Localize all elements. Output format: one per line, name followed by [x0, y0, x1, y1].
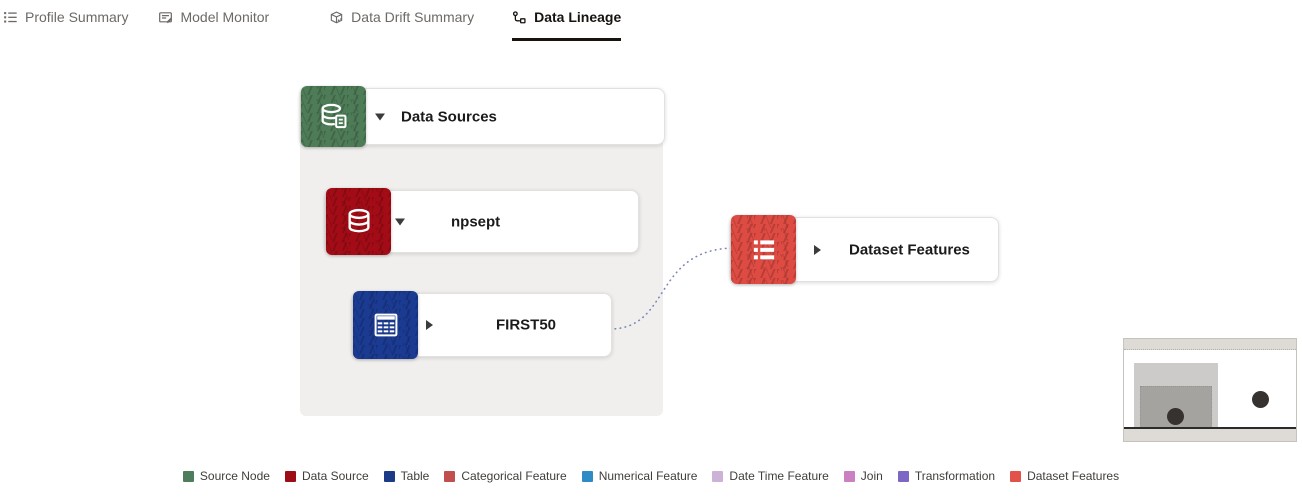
- tab-label: Profile Summary: [25, 9, 129, 25]
- legend-label: Categorical Feature: [461, 469, 567, 483]
- legend-label: Source Node: [199, 469, 270, 483]
- caret-right-icon[interactable]: [814, 244, 821, 255]
- tab-profile-summary[interactable]: Profile Summary: [3, 9, 128, 41]
- tab-label: Model Monitor: [180, 9, 270, 25]
- legend-item: Dataset Features: [1010, 469, 1119, 483]
- node-npsept[interactable]: npsept: [325, 188, 639, 255]
- minimap-node-dot: [1167, 408, 1184, 425]
- legend-item: Table: [383, 469, 430, 483]
- node-dataset-features[interactable]: Dataset Features: [730, 215, 999, 284]
- legend-item: Numerical Feature: [581, 469, 698, 483]
- table-icon: [353, 291, 418, 359]
- tab-data-drift-summary[interactable]: Data Drift Summary: [329, 9, 474, 41]
- caret-down-icon[interactable]: [375, 113, 385, 120]
- node-label: Data Sources: [401, 108, 497, 125]
- tab-label: Data Drift Summary: [351, 9, 475, 25]
- tab-bar: Profile Summary Model Monitor Data Drift…: [3, 9, 622, 41]
- feature-list-icon: [731, 215, 796, 284]
- legend-label: Join: [860, 469, 883, 483]
- tab-label: Data Lineage: [534, 9, 622, 25]
- node-data-sources[interactable]: Data Sources: [300, 86, 665, 147]
- node-label: FIRST50: [496, 316, 557, 334]
- tab-data-lineage[interactable]: Data Lineage: [512, 9, 622, 41]
- node-label: npsept: [451, 213, 501, 230]
- minimap[interactable]: [1123, 338, 1297, 442]
- legend-item: Categorical Feature: [444, 469, 567, 483]
- node-label: Dataset Features: [849, 241, 970, 258]
- minimap-top-band: [1124, 339, 1296, 350]
- node-first50[interactable]: FIRST50: [352, 291, 612, 359]
- source-node-icon: [301, 86, 366, 147]
- legend-label: Date Time Feature: [729, 469, 829, 483]
- legend-label: Dataset Features: [1027, 469, 1120, 483]
- legend-swatch: [1010, 470, 1022, 482]
- legend-swatch: [444, 470, 456, 482]
- tab-model-monitor[interactable]: Model Monitor: [158, 9, 269, 41]
- data-lineage-icon: [512, 10, 527, 25]
- data-drift-icon: [329, 10, 344, 25]
- legend-item: Data Source: [284, 469, 369, 483]
- minimap-node-dot: [1252, 391, 1269, 408]
- legend-swatch: [284, 470, 296, 482]
- profile-summary-icon: [3, 10, 18, 25]
- legend-swatch: [383, 470, 395, 482]
- legend-item: Date Time Feature: [712, 469, 829, 483]
- legend-swatch: [843, 470, 855, 482]
- model-monitor-icon: [158, 10, 173, 25]
- caret-down-icon[interactable]: [395, 218, 405, 225]
- legend-label: Data Source: [301, 469, 369, 483]
- legend-swatch: [182, 470, 194, 482]
- caret-right-icon[interactable]: [426, 320, 433, 330]
- legend-label: Transformation: [914, 469, 996, 483]
- legend-swatch: [712, 470, 724, 482]
- legend-item: Source Node: [182, 469, 270, 483]
- legend-label: Table: [400, 469, 430, 483]
- legend-item: Join: [843, 469, 883, 483]
- legend-swatch: [897, 470, 909, 482]
- legend-item: Transformation: [897, 469, 996, 483]
- legend-swatch: [581, 470, 593, 482]
- legend: Source Node Data Source Table Categorica…: [0, 469, 1302, 483]
- minimap-bottom-band: [1124, 427, 1296, 441]
- legend-label: Numerical Feature: [598, 469, 698, 483]
- database-icon: [326, 188, 391, 255]
